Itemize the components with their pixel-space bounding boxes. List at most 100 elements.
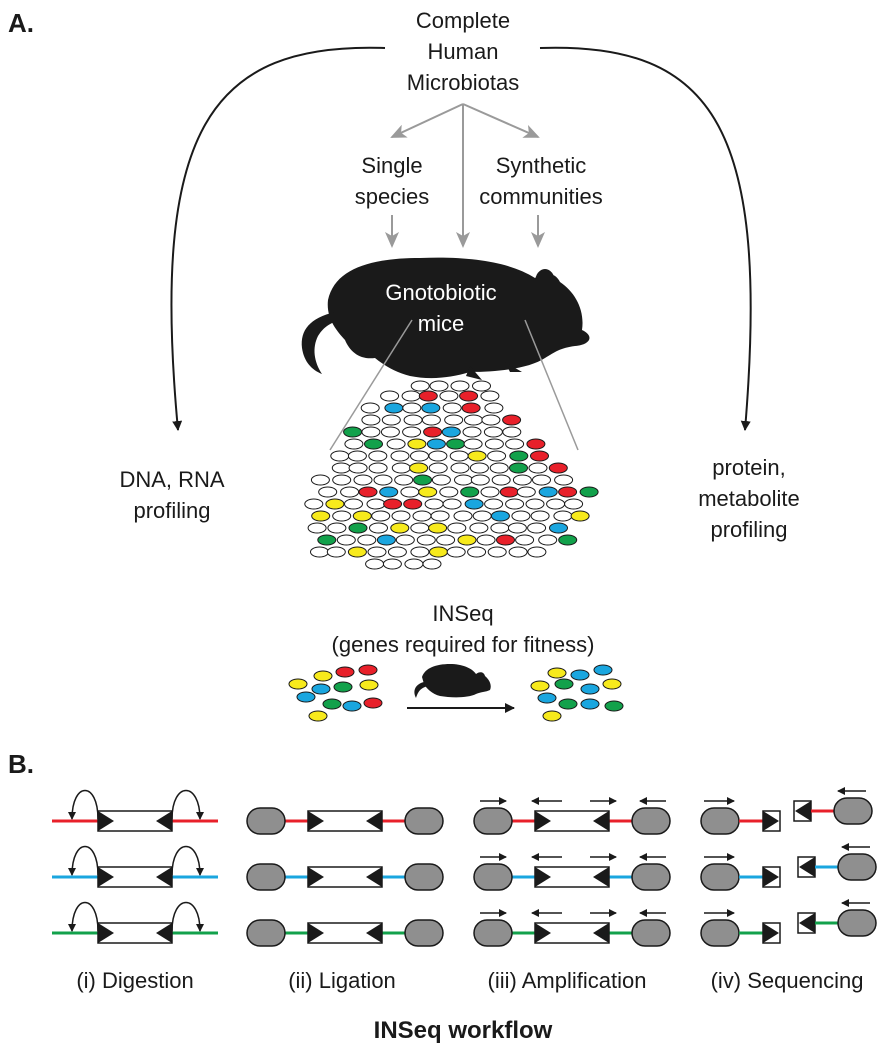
white-cell [330, 450, 350, 462]
white-cell [361, 414, 381, 426]
white-cell [469, 522, 489, 534]
synthetic-line-2: communities [479, 184, 602, 209]
white-cell [307, 522, 327, 534]
single-species-label: Single species [355, 153, 430, 209]
red-cell [530, 450, 549, 462]
white-cell [310, 474, 330, 486]
adapter-oval [833, 797, 873, 825]
white-cell [505, 498, 525, 510]
blue-cell [342, 700, 362, 712]
input-population [288, 664, 383, 722]
white-cell [484, 498, 504, 510]
yellow-cell [602, 678, 622, 690]
step-amplification: (iii) Amplification [488, 968, 647, 993]
white-cell [403, 414, 423, 426]
blue-cell [421, 402, 441, 414]
right-profiling-line-2: metabolite [698, 486, 800, 511]
white-cell [402, 426, 422, 438]
mouse-label: Gnotobiotic mice [385, 280, 496, 336]
blue-cell [441, 426, 461, 438]
white-cell [387, 546, 407, 558]
left-profiling-line-1: DNA, RNA [119, 467, 224, 492]
step-ligation: (ii) Ligation [288, 968, 396, 993]
inverted-repeat-left [535, 867, 551, 887]
white-cell [444, 414, 464, 426]
white-cell [532, 474, 551, 486]
adapter-oval [246, 863, 286, 891]
white-cell [344, 438, 364, 450]
white-cell [428, 462, 448, 474]
top-title-line-1: Complete [416, 8, 510, 33]
yellow-cell [325, 498, 345, 510]
red-cell [461, 402, 481, 414]
adapter-oval [837, 853, 877, 881]
white-cell [472, 510, 492, 522]
white-cell [554, 474, 574, 486]
white-cell [502, 426, 522, 438]
right-profiling-line-3: profiling [710, 517, 787, 542]
inverted-repeat-left [98, 811, 114, 831]
white-cell [410, 546, 430, 558]
cut-arc [171, 845, 204, 876]
yellow-cell [352, 510, 372, 522]
white-cell [382, 558, 402, 570]
white-cell [380, 390, 400, 402]
inverted-repeat-left [308, 811, 324, 831]
red-cell [459, 390, 479, 402]
blue-cell [580, 683, 600, 695]
white-cell [530, 510, 550, 522]
inverted-repeat-right [593, 923, 609, 943]
yellow-cell [407, 438, 427, 450]
mouse-label-line-1: Gnotobiotic [385, 280, 496, 305]
white-cell [348, 462, 368, 474]
zoom-line-left [329, 319, 413, 451]
left-profiling-label: DNA, RNA profiling [119, 467, 224, 523]
white-cell [525, 498, 545, 510]
synthetic-line-1: Synthetic [496, 153, 587, 178]
white-cell [400, 486, 420, 498]
white-cell [357, 534, 377, 546]
white-cell [430, 510, 450, 522]
adapter-oval [246, 807, 286, 835]
white-cell [505, 438, 525, 450]
blue-cell [593, 664, 613, 676]
white-cell [546, 498, 566, 510]
inseq-title-line-1: INSeq [432, 601, 493, 626]
white-cell [365, 558, 385, 570]
white-cell [491, 474, 511, 486]
white-cell [463, 438, 483, 450]
red-cell [423, 426, 443, 438]
white-cell [515, 534, 535, 546]
white-cell [429, 380, 449, 392]
adapter-oval [631, 807, 671, 835]
inverted-repeat-left [763, 923, 779, 943]
green-cell [604, 700, 624, 712]
white-cell [395, 534, 415, 546]
green-cell [348, 522, 368, 534]
mouse-label-line-2: mice [418, 311, 464, 336]
yellow-cell [409, 462, 429, 474]
white-cell [331, 462, 351, 474]
cut-arc [171, 901, 204, 932]
yellow-cell [467, 450, 487, 462]
workflow-row-1 [52, 787, 873, 835]
white-cell [327, 522, 347, 534]
white-cell [360, 402, 380, 414]
adapter-oval [473, 863, 513, 891]
workflow-diagram [52, 787, 877, 947]
white-cell [472, 380, 491, 392]
white-cell [340, 486, 360, 498]
white-cell [402, 402, 422, 414]
blue-cell [464, 498, 484, 510]
white-cell [464, 414, 483, 426]
inverted-repeat-right [366, 923, 382, 943]
left-profiling-line-2: profiling [133, 498, 210, 523]
white-cell [410, 380, 430, 392]
green-cell [413, 474, 433, 486]
yellow-cell [429, 546, 448, 558]
single-species-line-2: species [355, 184, 430, 209]
green-cell [579, 486, 599, 498]
white-cell [487, 450, 507, 462]
inverted-repeat-left [98, 923, 114, 943]
left-curve-arrow [170, 46, 386, 431]
